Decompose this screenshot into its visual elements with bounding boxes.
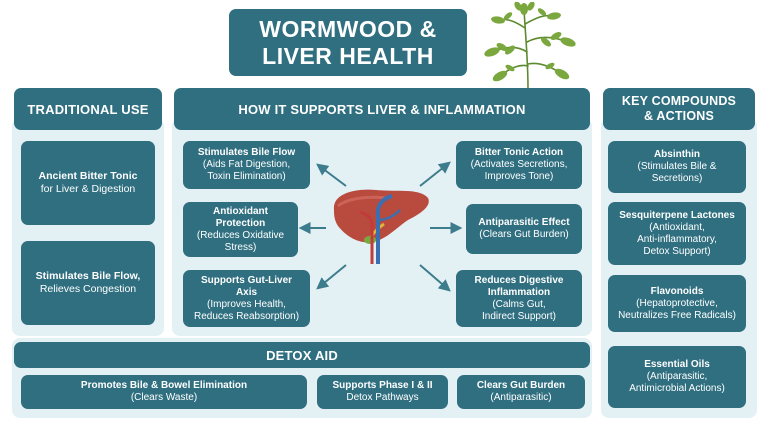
- card-title: Protection: [215, 217, 266, 229]
- card-title: Supports Phase I & II: [332, 380, 433, 391]
- page-title: WORMWOOD & LIVER HEALTH: [229, 9, 467, 76]
- arrow-to-bile-flow: [316, 163, 347, 187]
- card-title: Essential Oils: [644, 359, 710, 370]
- liver-support-card: Stimulates Bile Flow (Aids Fat Digestion…: [183, 141, 310, 189]
- detox-card: Promotes Bile & Bowel Elimination (Clear…: [21, 375, 307, 409]
- card-description: Reduces Reabsorption): [193, 310, 300, 322]
- traditional-use-card: Ancient Bitter Tonic for Liver & Digesti…: [21, 141, 155, 225]
- liver-support-card: Bitter Tonic Action (Activates Secretion…: [456, 141, 582, 189]
- card-description: for Liver & Digestion: [40, 183, 136, 195]
- card-title: Absinthin: [653, 149, 701, 160]
- compound-card: Absinthin (Stimulates Bile & Secretions): [608, 141, 746, 193]
- card-description: Detox Pathways: [346, 392, 419, 403]
- key-compounds-header-line-2: & ACTIONS: [643, 109, 715, 123]
- card-title: Stimulates Bile Flow: [197, 147, 296, 158]
- card-title: Flavonoids: [650, 285, 704, 297]
- traditional-use-header-label: TRADITIONAL USE: [27, 101, 149, 117]
- liver-support-card: Supports Gut-Liver Axis (Improves Health…: [183, 270, 310, 327]
- traditional-use-card: Stimulates Bile Flow, Relieves Congestio…: [21, 241, 155, 325]
- card-title: Clears Gut Burden: [476, 380, 566, 391]
- title-line-1: WORMWOOD &: [259, 16, 437, 43]
- card-description: Indirect Support): [482, 310, 556, 322]
- key-compounds-header-line-1: KEY COMPOUNDS: [621, 94, 737, 108]
- card-description: Stress): [224, 241, 257, 253]
- liver-support-card: Antioxidant Protection (Reduces Oxidativ…: [183, 202, 298, 257]
- compound-card: Essential Oils (Antiparasitic, Antimicro…: [608, 346, 746, 408]
- card-description: Detox Support): [643, 245, 711, 257]
- card-title: Antioxidant: [213, 205, 268, 217]
- card-description: Secretions): [651, 173, 703, 184]
- detox-header: DETOX AID: [14, 342, 590, 368]
- card-description: (Improves Health,: [207, 298, 286, 310]
- key-compounds-header: KEY COMPOUNDS & ACTIONS: [603, 88, 755, 130]
- compound-card: Sesquiterpene Lactones (Antioxidant, Ant…: [608, 202, 746, 265]
- card-description: (Antiparasitic): [490, 392, 552, 403]
- card-title: Supports Gut-Liver: [200, 274, 293, 286]
- card-description: (Aids Fat Digestion,: [202, 159, 291, 170]
- detox-card: Clears Gut Burden (Antiparasitic): [457, 375, 585, 409]
- detox-card: Supports Phase I & II Detox Pathways: [317, 375, 448, 409]
- traditional-use-header: TRADITIONAL USE: [14, 88, 162, 130]
- card-description: Toxin Elimination): [207, 171, 286, 182]
- card-description: (Calms Gut,: [492, 298, 546, 310]
- detox-header-label: DETOX AID: [266, 347, 338, 363]
- card-title: Sesquiterpene Lactones: [619, 209, 735, 221]
- card-description: (Clears Waste): [130, 392, 198, 403]
- card-title: Bitter Tonic Action: [474, 147, 564, 158]
- arrow-to-gut-liver-axis: [316, 264, 347, 290]
- card-description: (Clears Gut Burden): [479, 229, 569, 240]
- card-description: Anti-inflammatory,: [637, 233, 717, 245]
- liver-support-card: Antiparasitic Effect (Clears Gut Burden): [466, 204, 582, 254]
- liver-support-header-label: HOW IT SUPPORTS LIVER & INFLAMMATION: [238, 101, 526, 117]
- card-title: Reduces Digestive: [474, 274, 564, 286]
- card-description: (Stimulates Bile &: [637, 161, 717, 172]
- title-line-2: LIVER HEALTH: [262, 42, 434, 69]
- card-description: (Antioxidant,: [649, 221, 705, 233]
- card-title: Promotes Bile & Bowel Elimination: [80, 380, 248, 391]
- card-description: Relieves Congestion: [39, 283, 137, 295]
- card-title: Ancient Bitter Tonic: [38, 170, 138, 183]
- card-description: Neutralizes Free Radicals): [618, 309, 736, 321]
- liver-support-card: Reduces Digestive Inflammation (Calms Gu…: [456, 270, 582, 327]
- card-description: Antimicrobial Actions): [629, 383, 725, 394]
- card-title: Stimulates Bile Flow,: [35, 270, 141, 283]
- card-description: (Antiparasitic,: [646, 371, 708, 382]
- card-title: Axis: [235, 286, 258, 298]
- arrow-to-digestive-inflammation: [419, 264, 451, 292]
- liver-icon: [333, 189, 429, 264]
- card-description: (Reduces Oxidative: [196, 229, 285, 241]
- card-description: (Hepatoprotective,: [636, 297, 718, 309]
- card-description: (Activates Secretions,: [470, 159, 568, 170]
- card-title: Inflammation: [487, 286, 551, 298]
- liver-support-header: HOW IT SUPPORTS LIVER & INFLAMMATION: [174, 88, 590, 130]
- compound-card: Flavonoids (Hepatoprotective, Neutralize…: [608, 275, 746, 332]
- wormwood-plant-icon: [484, 2, 576, 88]
- arrow-to-bitter-tonic: [419, 161, 451, 187]
- card-title: Antiparasitic Effect: [478, 217, 570, 228]
- card-description: Improves Tone): [484, 171, 554, 182]
